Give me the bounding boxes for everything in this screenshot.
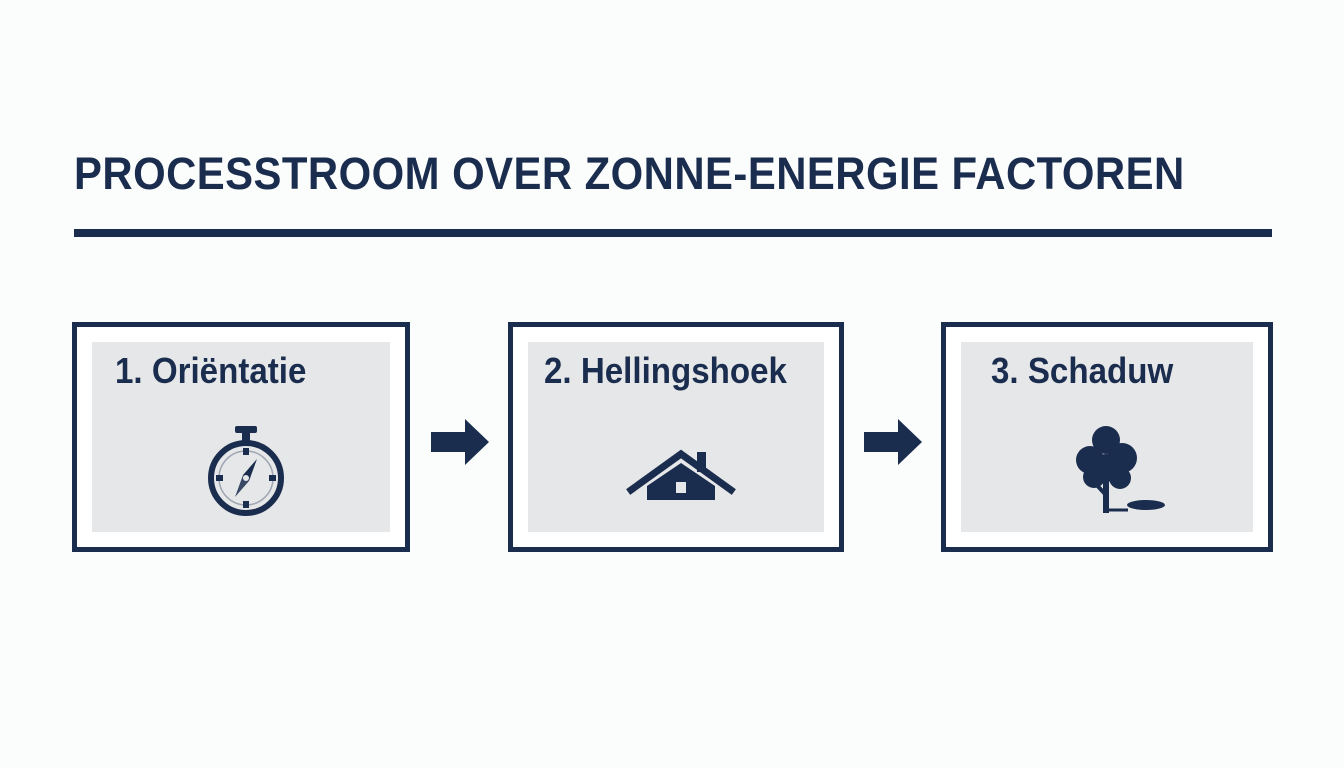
arrow-right-icon — [864, 419, 922, 465]
step-panel — [92, 342, 390, 532]
step-panel — [528, 342, 824, 532]
arrow-right-icon — [431, 419, 489, 465]
step-label-shadow: 3. Schaduw — [991, 350, 1174, 391]
step-label-slope: 2. Hellingshoek — [544, 350, 787, 391]
tree-icon — [1076, 426, 1165, 513]
compass-icon — [208, 426, 284, 516]
step-box-orientation: 1. Oriëntatie — [72, 322, 410, 552]
title-underline — [74, 229, 1272, 237]
step-label-orientation: 1. Oriëntatie — [115, 350, 307, 391]
step-box-shadow: 3. Schaduw — [941, 322, 1273, 552]
house-roof-icon — [626, 449, 736, 500]
diagram-title: PROCESSTROOM OVER ZONNE-ENERGIE FACTOREN — [74, 148, 1185, 199]
step-box-slope: 2. Hellingshoek — [508, 322, 844, 552]
